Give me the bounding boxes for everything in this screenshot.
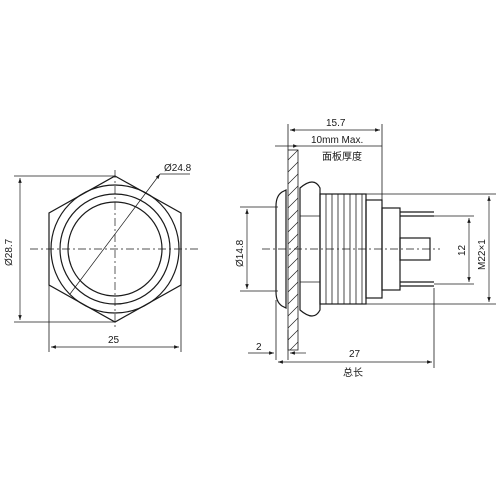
terminal-spacing-label: 12: [457, 244, 468, 256]
head-diameter-label: Ø14.8: [235, 239, 246, 267]
across-corners-label: Ø28.7: [4, 238, 15, 266]
overall-depth-label: 15.7: [326, 118, 346, 129]
thread-label: M22×1: [477, 239, 488, 270]
bezel-diameter-leader: [69, 173, 161, 295]
side-view: 15.7 10mm Max. 面板厚度 Ø14.8 12 M22×1 2: [235, 118, 496, 379]
bezel-profile: [275, 189, 287, 309]
total-length-label: 27: [349, 349, 361, 360]
front-view: Ø24.8 Ø28.7 25: [4, 163, 200, 352]
panel-thickness-max-label: 10mm Max.: [311, 135, 363, 146]
nut-side-profile: [299, 181, 321, 317]
total-length-caption: 总长: [343, 366, 363, 379]
mounting-panel: [287, 149, 299, 351]
panel-hatching: [287, 150, 299, 350]
bezel-diameter-label: Ø24.8: [164, 163, 192, 174]
panel-thickness-label: 面板厚度: [322, 150, 362, 163]
bezel-height-label: 2: [256, 342, 262, 353]
across-flats-label: 25: [108, 335, 120, 346]
